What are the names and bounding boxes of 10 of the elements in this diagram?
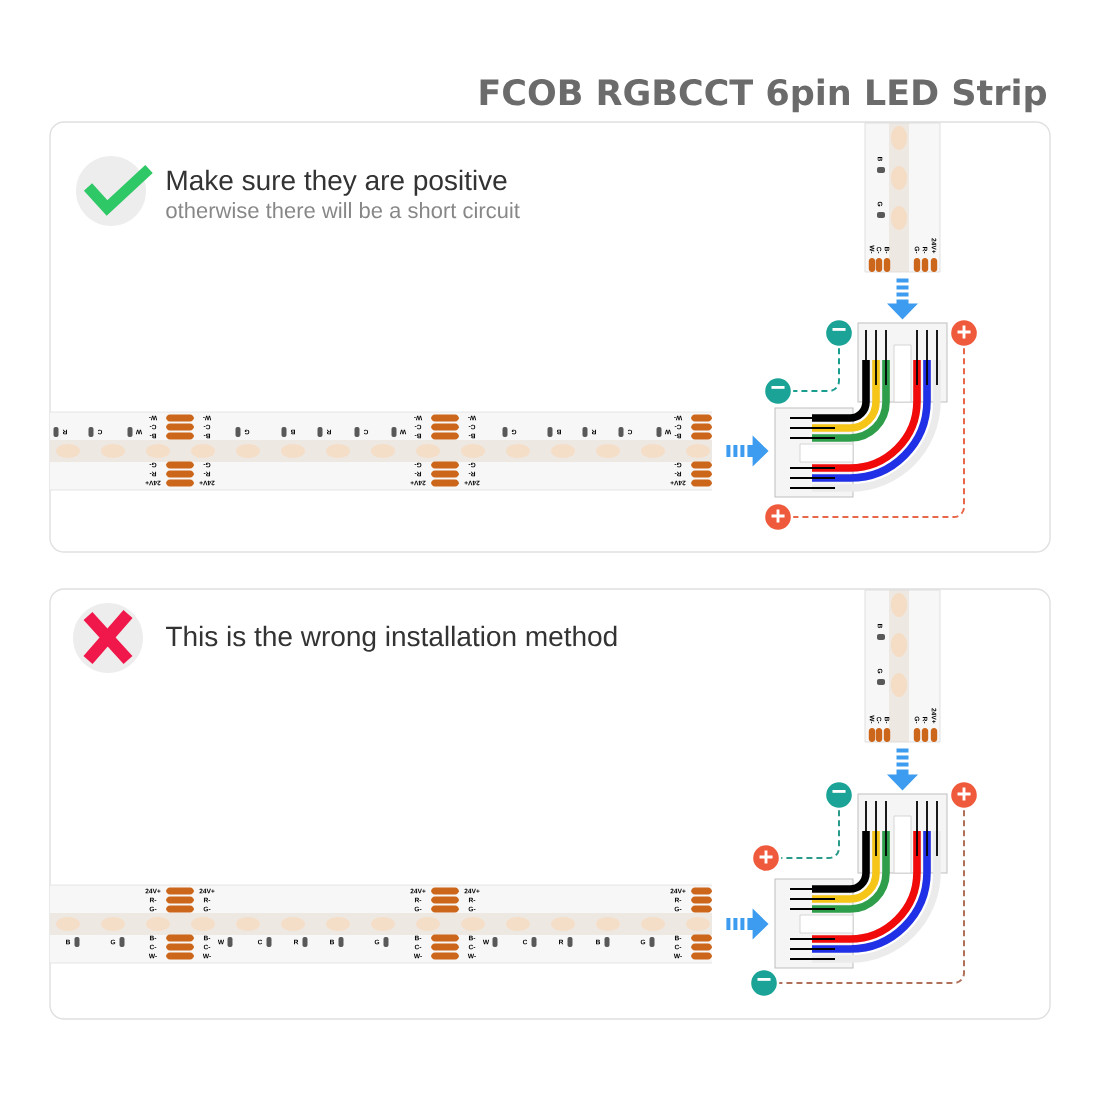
led-strip-drawing <box>864 122 941 273</box>
led-strip-drawing <box>49 411 713 491</box>
connector-drawing <box>774 793 948 969</box>
dashed-leader-line <box>780 809 840 859</box>
dashed-leader-line <box>792 347 965 518</box>
led-strip-drawing <box>49 884 713 964</box>
title: FCOB RGBCCT 6pin LED Strip <box>480 78 1046 113</box>
dashed-leader-line <box>778 809 965 984</box>
dashed-leader-line <box>792 347 840 392</box>
led-strip-drawing <box>864 589 941 743</box>
